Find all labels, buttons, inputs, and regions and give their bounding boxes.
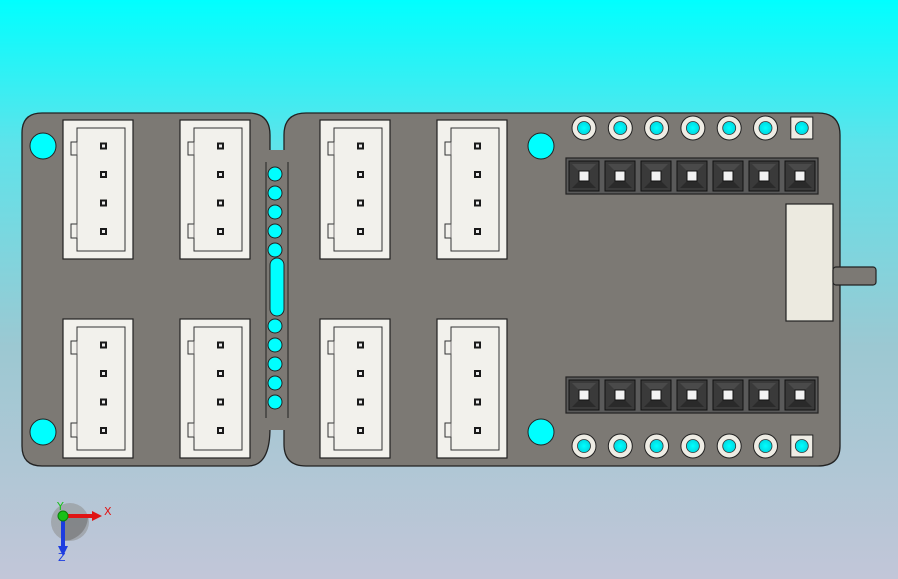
header-pin: [686, 389, 698, 401]
connector-cavity: [187, 326, 243, 451]
pad-hole: [794, 439, 809, 453]
connector-housing: [436, 318, 508, 459]
jst-connector: [319, 119, 391, 260]
pin-headers: [565, 157, 819, 414]
header-pin: [578, 170, 590, 182]
pad-hole: [758, 439, 773, 453]
pad-hole: [758, 121, 773, 135]
jst-connectors: [62, 119, 508, 459]
jst-connector: [62, 119, 134, 260]
pad-hole: [613, 439, 628, 453]
connector-housing: [179, 119, 251, 260]
pad-hole: [577, 439, 591, 453]
pad-hole: [613, 121, 628, 135]
mounting-hole: [29, 418, 57, 446]
perforation-hole: [267, 337, 283, 353]
z-axis-label: Z: [58, 551, 66, 564]
header-pin: [686, 170, 698, 182]
header-pin: [650, 170, 662, 182]
perforation-hole: [267, 204, 283, 220]
jst-connector: [319, 318, 391, 459]
mounting-hole: [29, 132, 57, 160]
mounting-hole: [527, 418, 555, 446]
connector-cavity: [444, 326, 500, 451]
header-pin: [722, 170, 734, 182]
connector-housing: [62, 119, 134, 260]
header-pin: [794, 389, 806, 401]
mounting-holes: [29, 132, 555, 446]
header-pin: [722, 389, 734, 401]
connector-cavity: [187, 127, 243, 252]
header-pin: [794, 170, 806, 182]
coordinate-triad: X Y Z: [51, 500, 112, 564]
header-pin: [758, 389, 770, 401]
jst-connector: [62, 318, 134, 459]
perforation-slot: [269, 257, 285, 317]
connector-cavity: [327, 127, 383, 252]
pad-hole: [577, 121, 591, 135]
perforation-hole: [267, 185, 283, 201]
pad-hole: [722, 121, 737, 135]
connector-housing: [319, 318, 391, 459]
y-axis: [57, 510, 69, 522]
jst-connector: [436, 119, 508, 260]
perforation-hole: [267, 166, 283, 182]
header-pin: [614, 389, 626, 401]
connector-housing: [436, 119, 508, 260]
perforation-hole: [267, 356, 283, 372]
connector-cavity: [70, 127, 126, 252]
connector-housing: [62, 318, 134, 459]
through-hole-pads: [571, 115, 814, 459]
connector-cavity: [444, 127, 500, 252]
perforation-hole: [267, 223, 283, 239]
perforation-hole: [267, 318, 283, 334]
connector-cavity: [327, 326, 383, 451]
connector-housing: [179, 318, 251, 459]
y-axis-label: Y: [56, 500, 64, 513]
header-pin: [650, 389, 662, 401]
connector-housing: [319, 119, 391, 260]
pad-hole: [686, 121, 700, 135]
perforation-hole: [267, 242, 283, 258]
jst-connector: [179, 318, 251, 459]
slide-switch: [785, 203, 877, 322]
switch-actuator: [832, 266, 877, 286]
header-pin: [578, 389, 590, 401]
perforation-hole: [267, 375, 283, 391]
jst-connector: [436, 318, 508, 459]
pad-hole: [794, 121, 809, 135]
switch-body: [785, 203, 834, 322]
jst-connector: [179, 119, 251, 260]
pad-hole: [649, 121, 664, 135]
pin-header-row: [565, 376, 819, 414]
pad-hole: [722, 439, 737, 453]
x-axis-label: X: [104, 505, 112, 518]
header-pin: [614, 170, 626, 182]
perforation-holes: [267, 166, 283, 410]
triad-quadrant: [63, 516, 88, 541]
pad-hole: [649, 439, 664, 453]
mounting-hole: [527, 132, 555, 160]
pin-header-row: [565, 157, 819, 195]
pad-hole: [686, 439, 700, 453]
connector-cavity: [70, 326, 126, 451]
header-pin: [758, 170, 770, 182]
perforation-hole: [267, 394, 283, 410]
